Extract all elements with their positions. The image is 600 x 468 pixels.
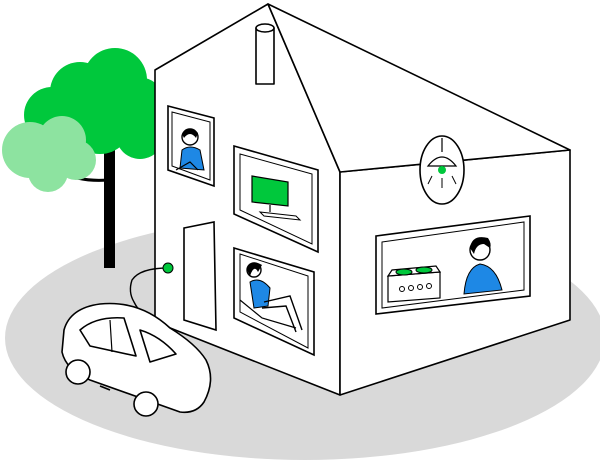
- house-illustration: [154, 3, 571, 396]
- chimney: [255, 23, 275, 85]
- tv-room-window: [233, 144, 319, 254]
- tree-canopy-dark: [24, 48, 166, 159]
- electric-car-icon: [61, 302, 212, 417]
- car-wheel-front: [133, 391, 159, 417]
- kitchen-person: [463, 237, 503, 295]
- stove-icon: [386, 265, 442, 303]
- living-room-window: [233, 246, 315, 357]
- ceiling-lamp-icon: [419, 135, 465, 205]
- kitchen-window: [375, 215, 531, 315]
- tree-icon: [2, 48, 166, 268]
- car-wheel-rear: [65, 359, 91, 385]
- television-icon: [251, 175, 302, 221]
- tree-trunk: [104, 140, 115, 268]
- tree-canopy-light: [2, 116, 96, 192]
- upper-window-person: [167, 104, 215, 188]
- car-window-front: [139, 329, 177, 363]
- front-door: [183, 221, 217, 332]
- car-window-rear: [79, 316, 137, 357]
